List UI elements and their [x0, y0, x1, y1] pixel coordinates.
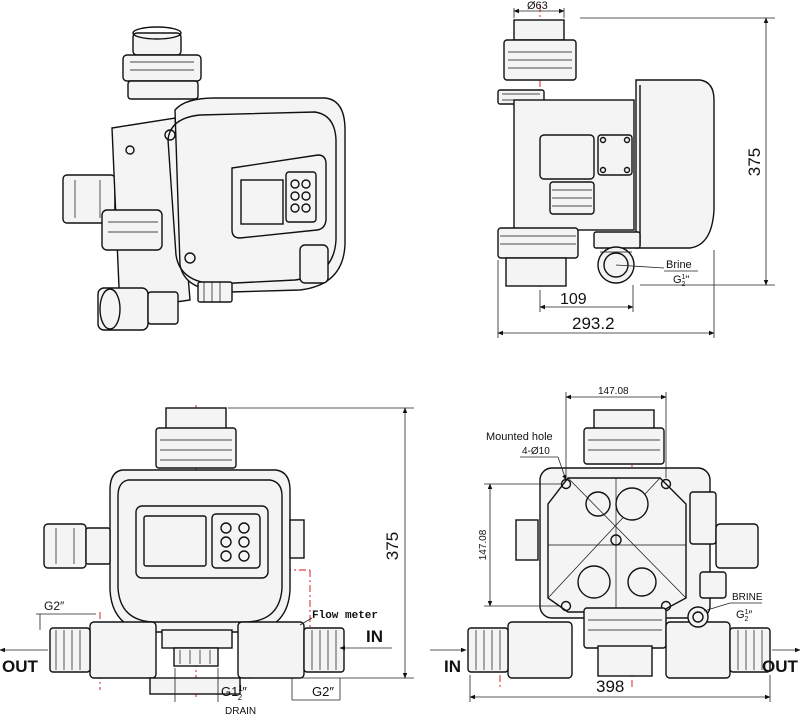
drain-label: DRAIN [225, 706, 256, 717]
front-outlet-thread-label: G2″ [312, 684, 334, 699]
side-offset-label: 109 [560, 291, 587, 308]
back-view [467, 409, 771, 690]
mounted-hole-label: Mounted hole [486, 431, 553, 443]
back-top-width-label: 147.08 [598, 386, 629, 397]
front-out-label: OUT [2, 657, 39, 676]
side-height-label: 375 [745, 148, 764, 176]
back-brine-label: BRINE [732, 592, 763, 603]
back-out-label: OUT [762, 657, 799, 676]
flow-meter-label: Flow meter [312, 610, 378, 622]
side-brine-label: Brine [666, 259, 692, 271]
isometric-view [62, 26, 346, 331]
mounted-hole-spec: 4-Ø10 [522, 446, 550, 457]
front-view [43, 405, 345, 700]
front-in-label: IN [366, 627, 383, 646]
side-width-label: 293.2 [572, 314, 615, 333]
back-side-height-label: 147.08 [478, 529, 489, 560]
side-view [497, 5, 715, 290]
back-in-label: IN [444, 657, 461, 676]
back-width-label: 398 [596, 677, 624, 696]
back-view-dimensions: 147.08 Mounted hole 4-Ø10 147.08 BRINE G… [430, 386, 800, 702]
front-height-label: 375 [383, 532, 402, 560]
side-pipe-diameter-label: Ø63 [527, 0, 548, 12]
front-inlet-thread-label: G2″ [44, 599, 65, 613]
